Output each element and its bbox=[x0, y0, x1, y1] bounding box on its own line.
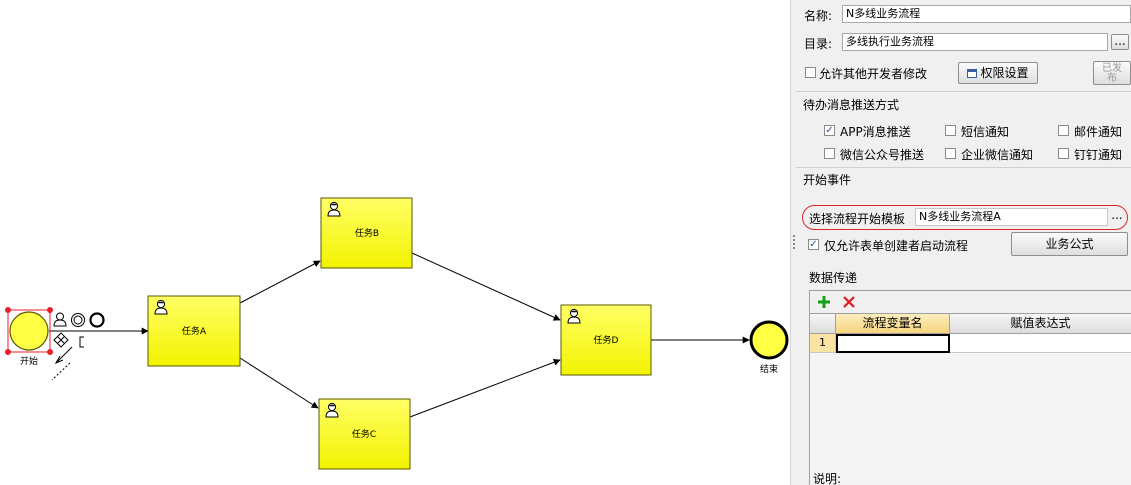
end-label: 结束 bbox=[760, 363, 778, 375]
task-d[interactable]: 任务D bbox=[560, 304, 652, 376]
template-highlight bbox=[802, 205, 1128, 230]
append-user-task-icon[interactable] bbox=[53, 312, 67, 327]
business-formula-button[interactable]: 业务公式 bbox=[1011, 232, 1128, 256]
edge-taskA-taskC[interactable] bbox=[239, 357, 319, 409]
delete-row-icon[interactable] bbox=[842, 295, 856, 309]
wechat-official-label: 微信公众号推送 bbox=[840, 148, 925, 162]
directory-label: 目录: bbox=[804, 37, 833, 51]
splitter-grip bbox=[793, 235, 795, 237]
flow-edges bbox=[49, 252, 750, 418]
data-transfer-title: 数据传递 bbox=[809, 271, 858, 285]
task-b-label: 任务B bbox=[355, 227, 379, 239]
dingtalk-label: 钉钉通知 bbox=[1074, 148, 1123, 162]
task-c[interactable]: 任务C bbox=[318, 398, 411, 470]
selection-box bbox=[7, 309, 51, 353]
user-task-icon bbox=[154, 299, 168, 315]
edge-taskC-taskD[interactable] bbox=[409, 358, 561, 418]
creator-only-label: 仅允许表单创建者启动流程 bbox=[824, 239, 969, 253]
selection-handle[interactable] bbox=[47, 349, 53, 355]
splitter-grip bbox=[793, 247, 795, 249]
connect-tool-icon[interactable] bbox=[55, 346, 73, 364]
grid-header-expr[interactable]: 赋值表达式 bbox=[950, 314, 1131, 334]
sms-checkbox[interactable] bbox=[945, 125, 956, 136]
grid-toolbar bbox=[809, 290, 1131, 313]
variable-grid[interactable]: 流程变量名 赋值表达式 1 bbox=[809, 313, 1131, 485]
email-checkbox[interactable] bbox=[1058, 125, 1069, 136]
edge-taskA-taskB[interactable] bbox=[239, 260, 321, 304]
panel-splitter[interactable] bbox=[790, 0, 797, 485]
selection-handle[interactable] bbox=[5, 307, 11, 313]
user-task-icon bbox=[567, 308, 581, 324]
sms-label: 短信通知 bbox=[961, 125, 1010, 139]
permission-settings-button[interactable]: 权限设置 bbox=[958, 62, 1038, 84]
divider bbox=[796, 91, 1131, 92]
grid-row-index: 1 bbox=[810, 334, 836, 353]
task-c-label: 任务C bbox=[352, 428, 376, 440]
context-pad bbox=[51, 312, 105, 381]
selection-handle[interactable] bbox=[47, 307, 53, 313]
table-icon bbox=[967, 69, 978, 78]
task-a-label: 任务A bbox=[182, 325, 207, 337]
push-section-title: 待办消息推送方式 bbox=[803, 98, 900, 112]
end-event[interactable]: 结束 bbox=[749, 320, 789, 375]
text-annotation-icon[interactable] bbox=[79, 336, 84, 348]
selection-handle[interactable] bbox=[5, 349, 11, 355]
publish-label-line2: 布 bbox=[1107, 73, 1117, 84]
user-task-icon bbox=[325, 402, 339, 418]
publish-label-line1: 已发 bbox=[1102, 63, 1122, 74]
start-label: 开始 bbox=[20, 355, 38, 367]
directory-browse-button[interactable]: ... bbox=[1111, 34, 1129, 50]
name-input[interactable]: N多线业务流程 bbox=[842, 5, 1131, 23]
app-push-label: APP消息推送 bbox=[840, 125, 911, 139]
task-d-label: 任务D bbox=[594, 334, 619, 346]
directory-input[interactable]: 多线执行业务流程 bbox=[842, 33, 1108, 51]
edge-taskB-taskD[interactable] bbox=[411, 252, 561, 321]
template-label: 选择流程开始模板 bbox=[809, 212, 906, 226]
template-input[interactable]: N多线业务流程A bbox=[915, 208, 1108, 226]
template-browse-button[interactable]: ... bbox=[1111, 208, 1123, 222]
task-b[interactable]: 任务B bbox=[320, 197, 413, 269]
process-diagram[interactable]: 开始 任务A 任务B bbox=[0, 0, 790, 485]
start-event[interactable]: 开始 bbox=[5, 307, 53, 367]
task-a[interactable]: 任务A bbox=[147, 295, 241, 367]
property-panel: 名称: N多线业务流程 目录: 多线执行业务流程 ... 允许其他开发者修改 权… bbox=[796, 0, 1131, 485]
dingtalk-checkbox[interactable] bbox=[1058, 148, 1069, 159]
append-end-event-icon[interactable] bbox=[89, 312, 105, 328]
splitter-grip bbox=[793, 243, 795, 245]
wecom-checkbox[interactable] bbox=[945, 148, 956, 159]
allow-other-dev-label: 允许其他开发者修改 bbox=[819, 67, 928, 81]
divider bbox=[796, 167, 1131, 168]
process-canvas[interactable]: 开始 任务A 任务B bbox=[0, 0, 790, 485]
wecom-label: 企业微信通知 bbox=[961, 148, 1034, 162]
app-push-checkbox[interactable]: ✓ bbox=[824, 125, 835, 136]
grid-corner bbox=[810, 314, 836, 334]
grid-cell-var[interactable] bbox=[836, 334, 950, 353]
user-task-icon bbox=[327, 201, 341, 217]
grid-cell-expr[interactable] bbox=[950, 334, 1131, 353]
name-label: 名称: bbox=[804, 9, 833, 23]
add-row-icon[interactable] bbox=[817, 295, 831, 309]
dashed-association bbox=[51, 362, 71, 381]
grid-header-var[interactable]: 流程变量名 bbox=[836, 314, 950, 334]
creator-only-checkbox[interactable]: ✓ bbox=[808, 239, 819, 250]
email-label: 邮件通知 bbox=[1074, 125, 1123, 139]
wechat-official-checkbox[interactable] bbox=[824, 148, 835, 159]
splitter-grip bbox=[793, 239, 795, 241]
description-label: 说明: bbox=[813, 472, 842, 485]
append-intermediate-event-icon[interactable] bbox=[71, 313, 85, 327]
start-event-section-title: 开始事件 bbox=[803, 173, 852, 187]
append-gateway-icon[interactable] bbox=[53, 332, 69, 348]
permission-settings-label: 权限设置 bbox=[980, 66, 1029, 80]
publish-button[interactable]: 已发 布 bbox=[1093, 61, 1131, 85]
allow-other-dev-checkbox[interactable] bbox=[805, 67, 816, 78]
